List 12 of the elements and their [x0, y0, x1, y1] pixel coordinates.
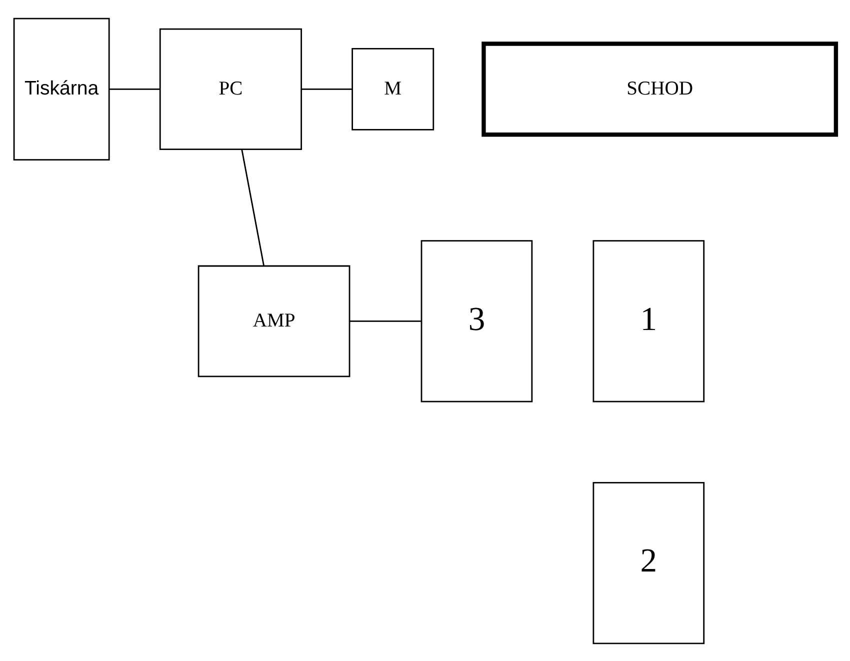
node-box: 2: [592, 481, 705, 644]
connector: [350, 320, 422, 322]
connector: [302, 88, 352, 90]
connector: [241, 148, 264, 266]
node-box: 1: [592, 240, 705, 402]
node-box: PC: [159, 28, 302, 150]
connector: [109, 88, 160, 90]
node-box: Tiskárna: [13, 17, 110, 160]
node-box: SCHOD: [482, 41, 838, 136]
node-box: AMP: [198, 264, 350, 377]
node-box: 3: [420, 240, 533, 402]
node-box: M: [352, 47, 434, 130]
